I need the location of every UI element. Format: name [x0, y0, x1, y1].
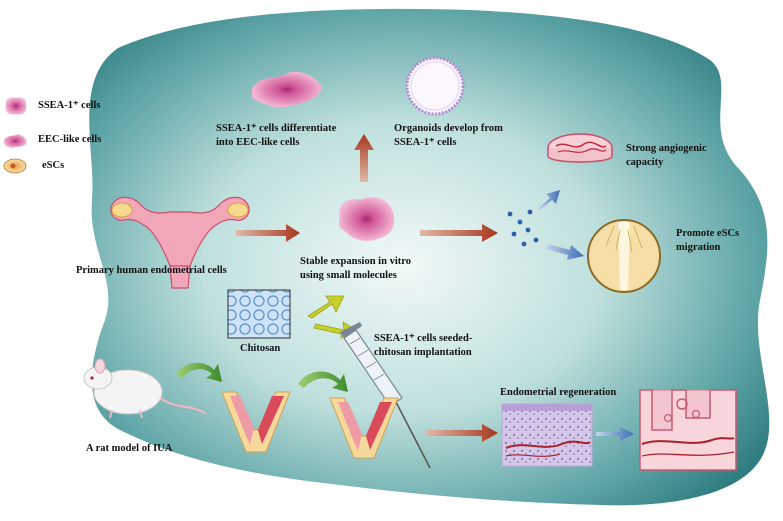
arrow-to-tissue: [426, 424, 498, 442]
differentiate-line-2: into EEC-like cells: [216, 136, 300, 148]
rat-model-label: A rat model of IUA: [86, 443, 173, 454]
arrow-expansion-to-factors: [420, 224, 498, 242]
expansion-line-1: Stable expansion in vitro: [300, 256, 411, 267]
arrow-uterus-to-expansion: [236, 224, 300, 242]
differentiate-label: SSEA-1⁺ cells differentiate into EEC-lik…: [216, 122, 336, 149]
eec-like-cell-icon: [252, 71, 322, 108]
angiogenic-line-1: Strong angiogenic: [626, 143, 707, 154]
migration-label: Promote eSCs migration: [676, 227, 739, 254]
chitosan-label: Chitosan: [240, 343, 281, 354]
organoid-icon: [405, 56, 465, 116]
legend-ssea1-label: SSEA-1⁺ cells: [38, 100, 101, 111]
regenerated-endometrium-icon: [639, 389, 737, 471]
organoids-line-1: Organoids develop from: [394, 123, 503, 134]
primary-cells-label: Primary human endometrial cells: [76, 265, 227, 276]
legend-ssea1-icon: [5, 97, 27, 115]
rat-icon: [83, 358, 207, 419]
seeded-line-2: chitosan implantation: [374, 346, 472, 358]
migration-line-2: migration: [676, 241, 721, 253]
legend-escs-icon: [3, 158, 27, 174]
seeded-implantation-label: SSEA-1⁺ cells seeded- chitosan implantat…: [374, 332, 472, 359]
arrow-to-migration: [546, 244, 584, 260]
arrow-to-angiogenesis: [538, 190, 560, 210]
legend-eec-label: EEC-like cells: [38, 134, 102, 145]
migration-assay-icon: [587, 219, 661, 293]
petri-dish-icon: [547, 133, 613, 163]
differentiate-line-1: SSEA-1⁺ cells differentiate: [216, 123, 337, 134]
migration-line-1: Promote eSCs: [676, 228, 740, 239]
expansion-label: Stable expansion in vitro using small mo…: [300, 255, 411, 282]
damaged-uterus-2: [329, 397, 399, 459]
green-arrow-2: [298, 371, 348, 392]
organoids-line-2: SSEA-1⁺ cells: [394, 136, 457, 148]
organoids-label: Organoids develop from SSEA-1⁺ cells: [394, 122, 503, 149]
angiogenic-label: Strong angiogenic capacity: [626, 142, 707, 169]
legend-escs-label: eSCs: [42, 160, 65, 171]
seeded-line-1: SSEA-1⁺ cells seeded-: [374, 333, 473, 344]
tissue-section-icon: [501, 403, 593, 467]
arrow-up-to-differentiation: [354, 134, 374, 182]
paracrine-factor-dots: [507, 209, 539, 247]
syringe-icon: [340, 322, 431, 469]
background-blob: [89, 8, 770, 506]
green-arrow-1: [176, 362, 222, 382]
angiogenic-line-2: capacity: [626, 156, 664, 168]
arrow-tissue-to-regenerated: [596, 427, 634, 441]
chitosan-scaffold-icon: [227, 289, 291, 339]
expansion-line-2: using small molecules: [300, 269, 397, 281]
ssea1-cell-icon: [338, 197, 395, 241]
damaged-uterus-1: [221, 391, 291, 453]
uterus-icon: [110, 196, 250, 289]
regeneration-label: Endometrial regeneration: [500, 387, 617, 398]
legend-eec-icon: [3, 134, 27, 148]
